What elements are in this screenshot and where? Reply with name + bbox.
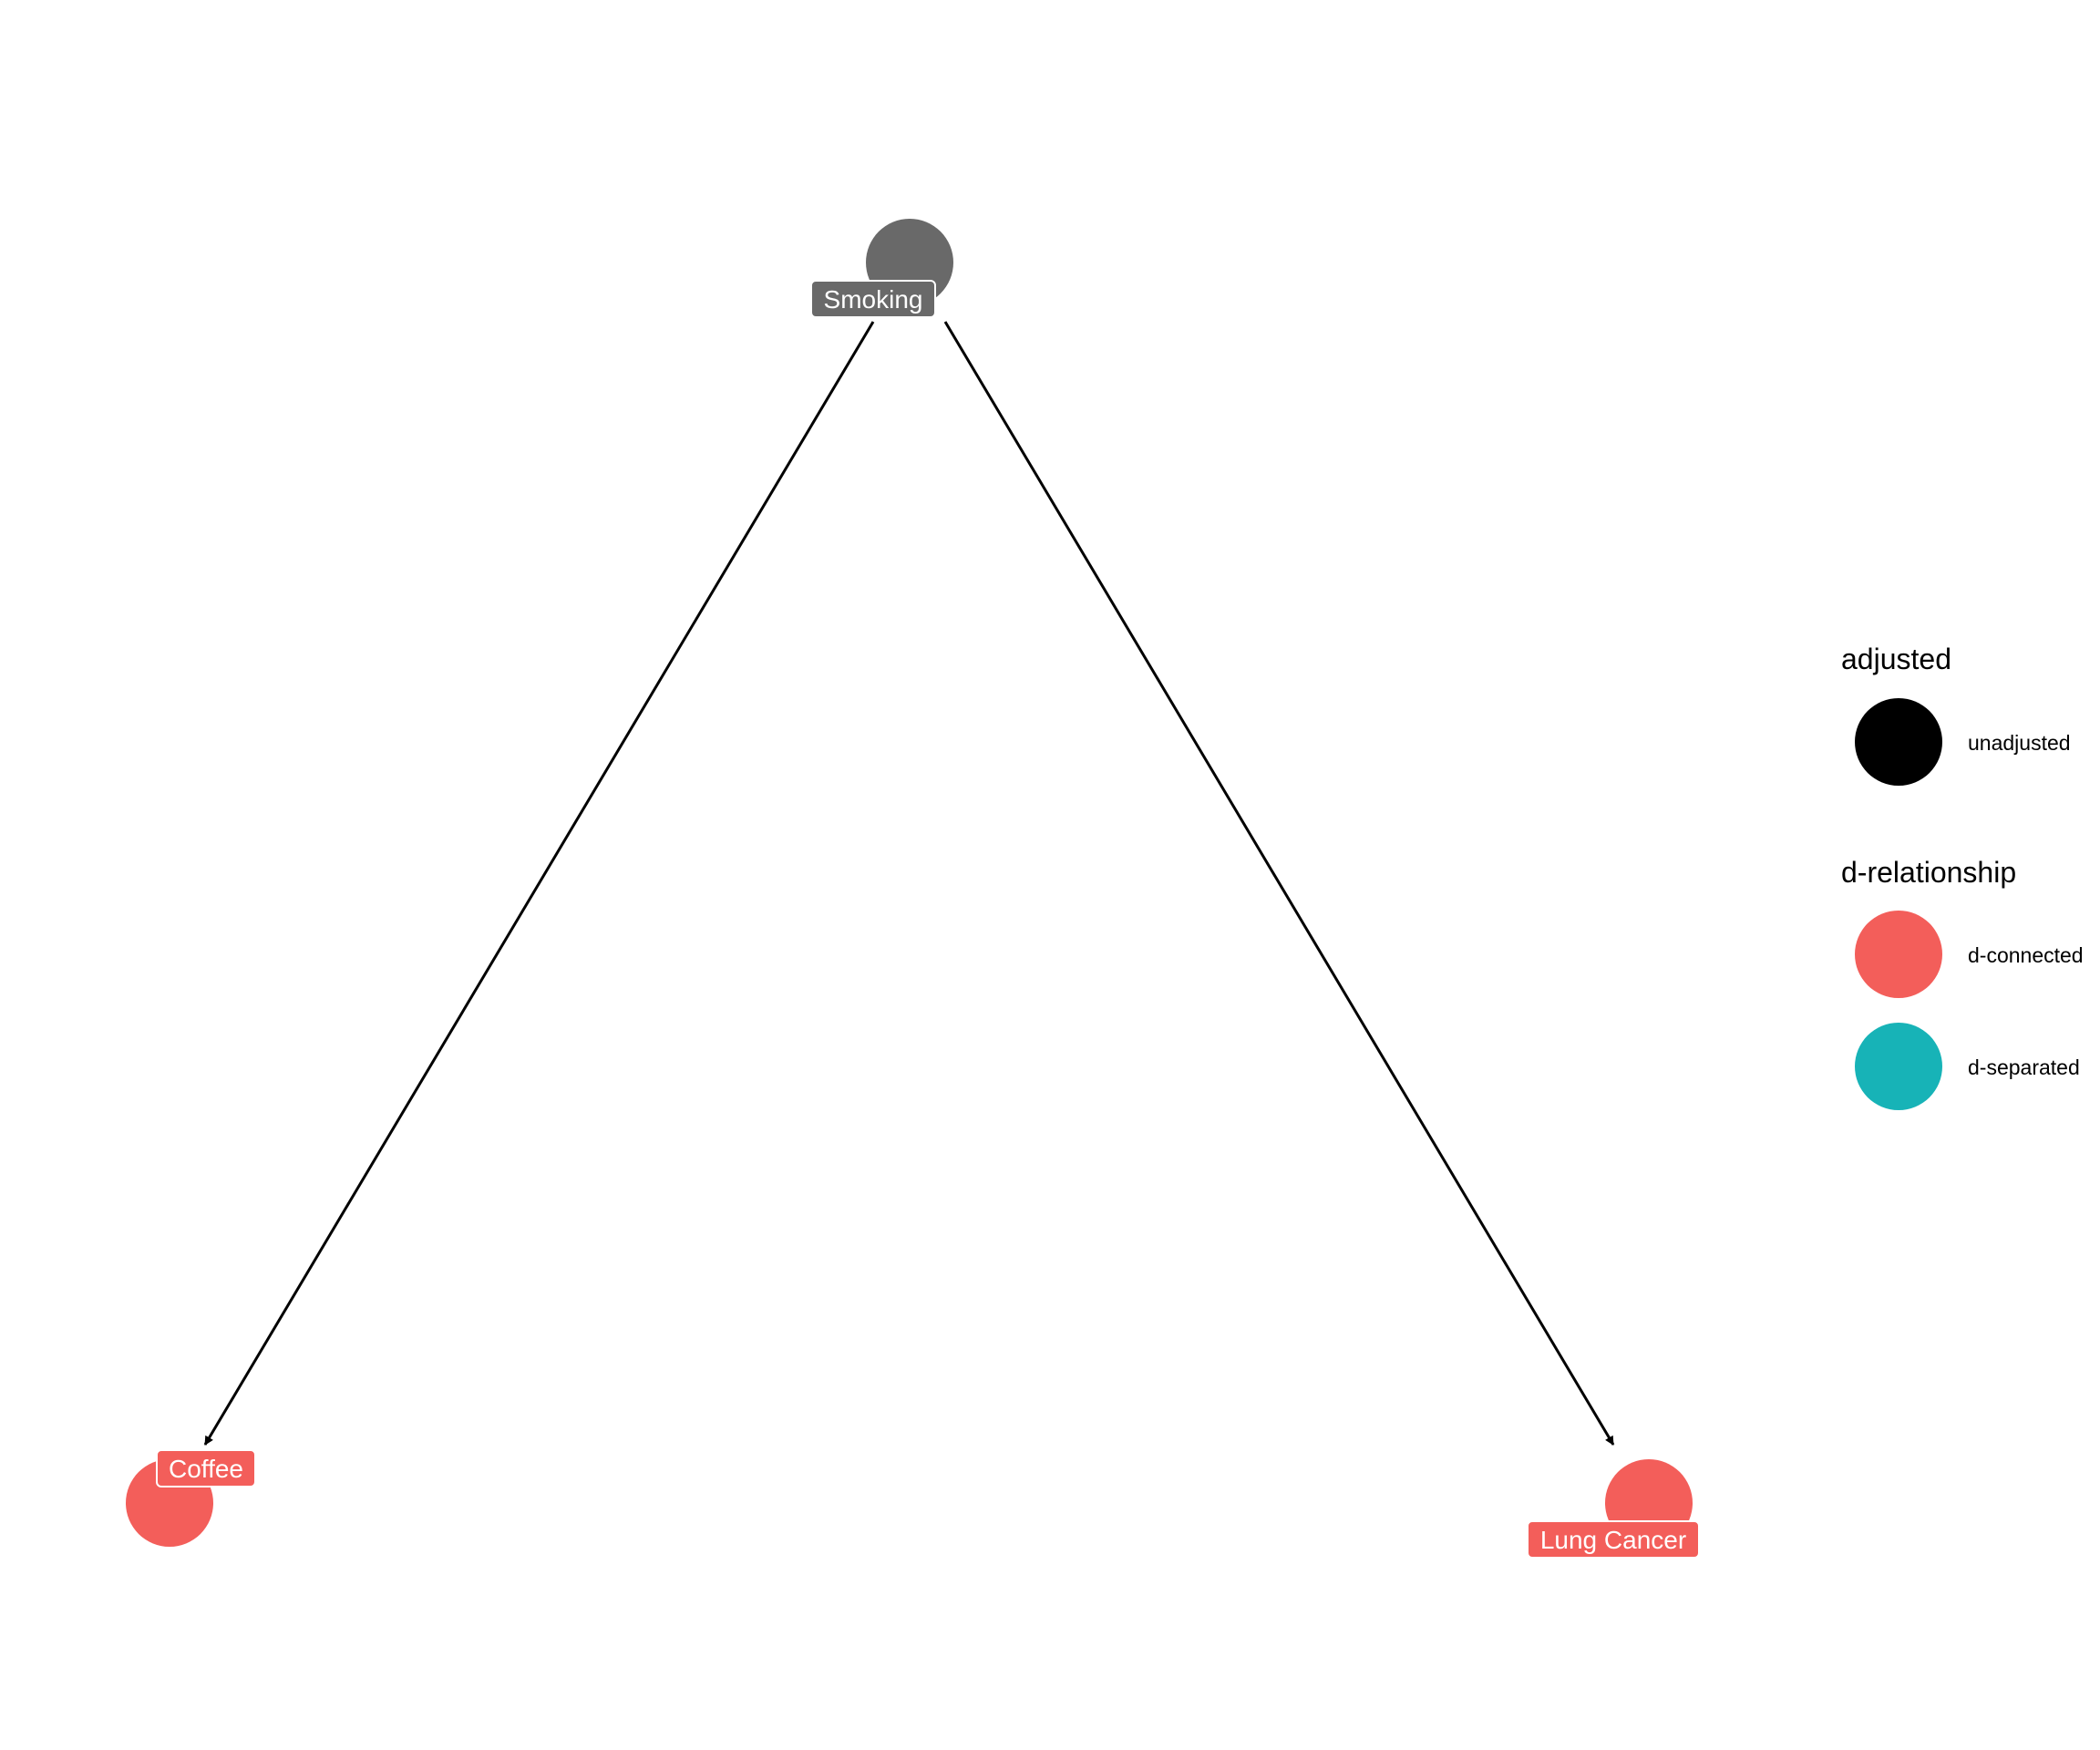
- node-lung-cancer-label: Lung Cancer: [1540, 1526, 1686, 1554]
- legend-label-d-connected: d-connected: [1968, 943, 2084, 967]
- legend-key-unadjusted: [1855, 698, 1942, 786]
- node-smoking-label: Smoking: [824, 285, 923, 314]
- node-coffee-label: Coffee: [169, 1455, 243, 1483]
- node-coffee[interactable]: Coffee: [126, 1449, 256, 1547]
- legend-title-d-relationship: d-relationship: [1841, 856, 2016, 889]
- node-lung-cancer-label-box: [1527, 1520, 1700, 1559]
- legend-label-d-separated: d-separated: [1968, 1055, 2080, 1079]
- node-smoking[interactable]: Smoking: [810, 219, 953, 318]
- node-smoking-label-box: [810, 280, 936, 318]
- node-coffee-label-box: [156, 1449, 256, 1488]
- legend: adjusted unadjusted d-relationship d-con…: [1841, 643, 2084, 1110]
- node-lung-cancer[interactable]: Lung Cancer: [1527, 1459, 1700, 1559]
- legend-title-adjusted: adjusted: [1841, 643, 1951, 675]
- legend-key-d-connected: [1855, 911, 1942, 998]
- legend-key-d-separated: [1855, 1023, 1942, 1110]
- legend-label-unadjusted: unadjusted: [1968, 731, 2071, 755]
- edge-smoking-to-lung-cancer: [943, 321, 1615, 1446]
- edge-smoking-to-coffee: [203, 321, 875, 1446]
